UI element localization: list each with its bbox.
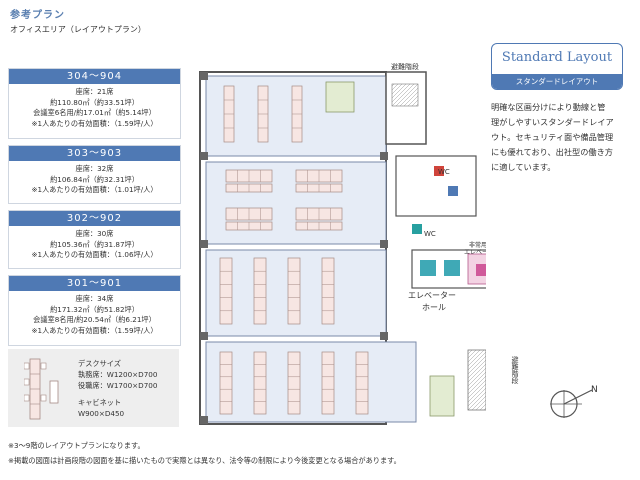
desk — [287, 257, 301, 325]
compass-n-label: N — [591, 385, 598, 395]
room-301-area — [205, 341, 417, 423]
stairs-right-icon — [467, 349, 486, 411]
room-info-303: 303〜903 座席：32席 約106.84㎡（約32.31坪） ※1人あたりの… — [8, 145, 181, 204]
desk-legend-icon — [24, 358, 59, 420]
layout-description: 明確な区画分けにより動線と管 理がしやすいスタンダードレイア ウト。セキュリティ… — [491, 100, 631, 175]
room-seats: 座席：30席 — [75, 229, 114, 238]
room-title: 303〜903 — [9, 146, 180, 161]
desk-size-staff: 執務席：W1200×D700 — [78, 370, 158, 379]
room-title: 304〜904 — [9, 69, 180, 84]
room-seats: 座席：21席 — [75, 87, 114, 96]
room-seats: 座席：32席 — [75, 164, 114, 173]
desk — [219, 257, 233, 325]
cabinet-title: キャビネット — [78, 398, 122, 407]
brand-box: Standard Layout スタンダードレイアウト — [491, 43, 623, 90]
room-info-301: 301〜901 座席：34席 約171.32㎡（約51.82坪） 会議室8名用/… — [8, 275, 181, 346]
room-area: 約110.80㎡（約33.51坪） — [50, 97, 139, 107]
description-line: に適しています。 — [491, 162, 556, 172]
room-details: 座席：21席 約110.80㎡（約33.51坪） 会議室6名用/約17.01㎡（… — [9, 84, 180, 129]
desk-group-301 — [219, 351, 369, 415]
room-title: 301〜901 — [9, 276, 180, 291]
emergency-elevator-label: エレベーター — [464, 248, 486, 256]
stairs-top-label: 避難階段 — [391, 62, 419, 71]
emergency-elevator-label: 非常用 — [469, 241, 486, 249]
room-per-person: ※1人あたりの有効面積：（1.06坪/人） — [31, 250, 158, 259]
elevator-icon — [444, 260, 460, 276]
emergency-elevator-icon — [476, 264, 486, 276]
room-details: 座席：30席 約105.36㎡（約31.87坪） ※1人あたりの有効面積：（1.… — [9, 226, 180, 261]
compass: N — [550, 385, 598, 418]
meeting-room-304 — [325, 81, 355, 113]
section-title: 参考プラン — [10, 10, 65, 21]
brand-subtitle: スタンダードレイアウト — [492, 74, 622, 89]
footnote: ※掲載の図面は計画段階の図面を基に描いたもので実際とは異なり、法令等の制限により… — [8, 456, 401, 465]
columns — [200, 72, 388, 424]
floor-plan: 避難階段 WC WC 非常用 エレベーター エレベーター ホール — [199, 62, 486, 425]
room-meeting: 会議室8名用/約20.54㎡（約6.21坪） — [33, 315, 156, 324]
room-per-person: ※1人あたりの有効面積：（1.59坪/人） — [31, 118, 158, 128]
wc-label: WC — [438, 168, 450, 176]
elevator-hall-label: ホール — [422, 303, 446, 312]
room-info-302: 302〜902 座席：30席 約105.36㎡（約31.87坪） ※1人あたりの… — [8, 210, 181, 269]
room-details: 座席：34席 約171.32㎡（約51.82坪） 会議室8名用/約20.54㎡（… — [9, 291, 180, 336]
wc-male-icon — [448, 186, 458, 196]
desk-legend: デスクサイズ 執務席：W1200×D700 役職席：W1700×D700 キャビ… — [8, 349, 179, 427]
desk — [253, 351, 267, 415]
brand-title: Standard Layout — [501, 50, 613, 65]
section-subtitle: オフィスエリア（レイアウトプラン） — [10, 25, 146, 34]
wc-female-icon — [434, 166, 444, 176]
desk-size-title: デスクサイズ — [78, 359, 121, 368]
description-line: 明確な区画分けにより動線と管 — [491, 102, 606, 112]
desk-group-303 — [225, 169, 343, 231]
elevator-hall-label: エレベーター — [408, 291, 456, 300]
room-per-person: ※1人あたりの有効面積：（1.59坪/人） — [31, 325, 158, 335]
desk — [355, 351, 369, 415]
desk-group-304 — [223, 85, 303, 143]
room-area: 約105.36㎡（約31.87坪） — [50, 239, 139, 249]
room-details: 座席：32席 約106.84㎡（約32.31坪） ※1人あたりの有効面積：（1.… — [9, 161, 180, 196]
desk — [287, 351, 301, 415]
compass-needle-icon — [563, 389, 593, 405]
wc-block — [395, 155, 477, 217]
footnote: ※3〜9階のレイアウトプランになります。 — [8, 441, 145, 450]
elevator-icon — [420, 260, 436, 276]
room-seats: 座席：34席 — [75, 294, 114, 303]
room-area: 約106.84㎡（約32.31坪） — [50, 174, 139, 184]
description-line: にも優れており、出社型の働き方 — [491, 147, 613, 157]
room-per-person: ※1人あたりの有効面積：（1.01坪/人） — [31, 185, 158, 194]
top-stairwell — [385, 71, 427, 145]
desk-group-302 — [219, 257, 335, 325]
room-meeting: 会議室6名用/約17.01㎡（約5.14坪） — [33, 108, 156, 117]
room-info-304: 304〜904 座席：21席 約110.80㎡（約33.51坪） 会議室6名用/… — [8, 68, 181, 139]
stairs-right-label: 避難階段 — [511, 356, 519, 384]
description-line: 理がしやすいスタンダードレイア — [491, 117, 614, 127]
desk-size-exec: 役職席：W1700×D700 — [78, 381, 158, 390]
desk — [253, 257, 267, 325]
description-line: ウト。セキュリティ面や備品管理 — [491, 132, 614, 142]
wc-accessible-icon — [412, 224, 422, 234]
meeting-room-301 — [429, 375, 455, 417]
stairs-top-icon — [391, 83, 419, 107]
wc-label: WC — [424, 230, 436, 238]
desk — [219, 351, 233, 415]
desk — [321, 351, 335, 415]
cabinet-size: W900×D450 — [78, 409, 125, 418]
desk — [321, 257, 335, 325]
room-title: 302〜902 — [9, 211, 180, 226]
room-area: 約171.32㎡（約51.82坪） — [50, 304, 139, 314]
